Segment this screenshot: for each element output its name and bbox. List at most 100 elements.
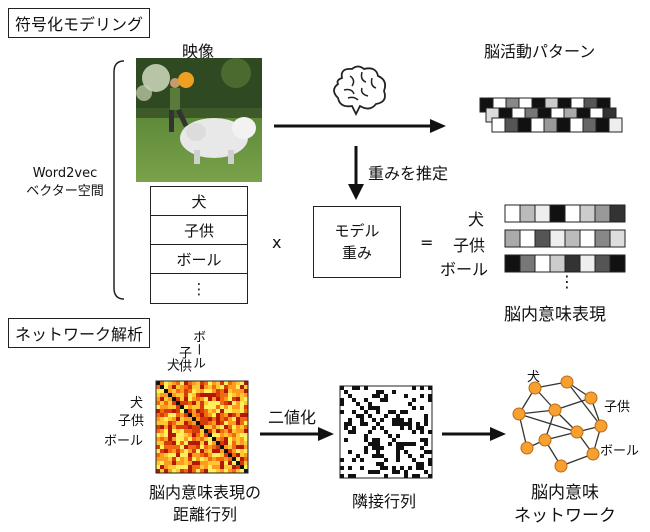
heatmap-cell xyxy=(200,417,204,421)
heatmap-cell xyxy=(164,425,168,429)
heatmap-cell xyxy=(244,401,248,405)
adjacency-cell xyxy=(360,458,364,462)
word2vec-bracket xyxy=(113,60,125,300)
heatmap-cell xyxy=(220,417,224,421)
heatmap-cell xyxy=(176,469,180,473)
network-node xyxy=(538,433,552,447)
adjacency-cell xyxy=(416,466,420,470)
heatmap-cell xyxy=(188,445,192,449)
brain-rep-cell xyxy=(594,204,611,223)
adjacency-cell xyxy=(384,398,388,402)
heatmap-cell xyxy=(228,421,232,425)
heatmap-cell xyxy=(236,393,240,397)
network-label-child: 子供 xyxy=(604,400,631,415)
heatmap-cell xyxy=(200,381,204,385)
heatmap-cell xyxy=(188,437,192,441)
distance-col-label-child: 子供 xyxy=(176,346,191,372)
heatmap-cell xyxy=(232,385,236,389)
adjacency-cell xyxy=(380,446,384,450)
adjacency-cell xyxy=(356,414,360,418)
adjacency-cell xyxy=(372,418,376,422)
heatmap-cell xyxy=(212,449,216,453)
heatmap-cell xyxy=(204,425,208,429)
heatmap-cell xyxy=(172,389,176,393)
heatmap-cell xyxy=(212,437,216,441)
adjacency-cell xyxy=(352,386,356,390)
adjacency-cell xyxy=(392,422,396,426)
heatmap-cell xyxy=(172,433,176,437)
heatmap-cell xyxy=(180,409,184,413)
adjacency-cell xyxy=(424,418,428,422)
heatmap-cell xyxy=(228,413,232,417)
heatmap-cell xyxy=(184,429,188,433)
heatmap-cell xyxy=(176,397,180,401)
heatmap-cell xyxy=(164,449,168,453)
heatmap-cell xyxy=(220,449,224,453)
adjacency-cell xyxy=(344,390,348,394)
heatmap-cell xyxy=(236,449,240,453)
heatmap-cell xyxy=(188,385,192,389)
heatmap-cell xyxy=(184,393,188,397)
heatmap-cell xyxy=(212,457,216,461)
heatmap-cell xyxy=(196,461,200,465)
heatmap-cell xyxy=(236,457,240,461)
heatmap-cell xyxy=(232,457,236,461)
adjacency-cell xyxy=(380,466,384,470)
adjacency-cell xyxy=(412,386,416,390)
adjacency-cell xyxy=(356,454,360,458)
heatmap-cell xyxy=(228,429,232,433)
heatmap-cell xyxy=(220,405,224,409)
heatmap-cell xyxy=(244,441,248,445)
adjacency-cell xyxy=(396,442,400,446)
adjacency-cell xyxy=(352,410,356,414)
heatmap-cell xyxy=(240,469,244,473)
heatmap-cell xyxy=(212,409,216,413)
heatmap-cell xyxy=(228,425,232,429)
heatmap-cell xyxy=(224,409,228,413)
heatmap-cell xyxy=(184,465,188,469)
heatmap-cell xyxy=(232,381,236,385)
heatmap-cell xyxy=(160,469,164,473)
brain-pattern-cell xyxy=(569,117,584,133)
video-label: 映像 xyxy=(182,42,215,61)
heatmap-cell xyxy=(224,469,228,473)
heatmap-cell xyxy=(156,425,160,429)
heatmap-cell xyxy=(232,421,236,425)
heatmap-cell xyxy=(172,381,176,385)
heatmap-cell xyxy=(244,413,248,417)
adjacency-cell xyxy=(396,414,400,418)
heatmap-cell xyxy=(244,389,248,393)
heatmap-cell xyxy=(164,441,168,445)
adjacency-cell xyxy=(364,422,368,426)
heatmap-cell xyxy=(160,405,164,409)
heatmap-cell xyxy=(240,441,244,445)
heatmap-cell xyxy=(216,461,220,465)
heatmap-cell xyxy=(164,381,168,385)
heatmap-cell xyxy=(176,389,180,393)
adjacency-cell xyxy=(392,438,396,442)
heatmap-cell xyxy=(208,449,212,453)
network-caption: 脳内意味 ネットワーク xyxy=(495,482,635,528)
heatmap-cell xyxy=(204,453,208,457)
heatmap-cell xyxy=(220,413,224,417)
heatmap-cell xyxy=(184,469,188,473)
adjacency-cell xyxy=(344,438,348,442)
heatmap-cell xyxy=(196,437,200,441)
heatmap-cell xyxy=(240,393,244,397)
heatmap-cell xyxy=(244,385,248,389)
heatmap-cell xyxy=(184,421,188,425)
heatmap-cell xyxy=(204,385,208,389)
heatmap-cell xyxy=(188,405,192,409)
adjacency-cell xyxy=(420,386,424,390)
adjacency-cell xyxy=(340,458,344,462)
heatmap-cell xyxy=(240,405,244,409)
heatmap-cell xyxy=(160,409,164,413)
brain-pattern-cell xyxy=(517,117,532,133)
heatmap-cell xyxy=(196,405,200,409)
brain-pattern-cell xyxy=(582,117,597,133)
adjacency-cell xyxy=(408,442,412,446)
heatmap-cell xyxy=(220,433,224,437)
heatmap-cell xyxy=(172,465,176,469)
heatmap-cell xyxy=(196,433,200,437)
heatmap-cell xyxy=(180,457,184,461)
